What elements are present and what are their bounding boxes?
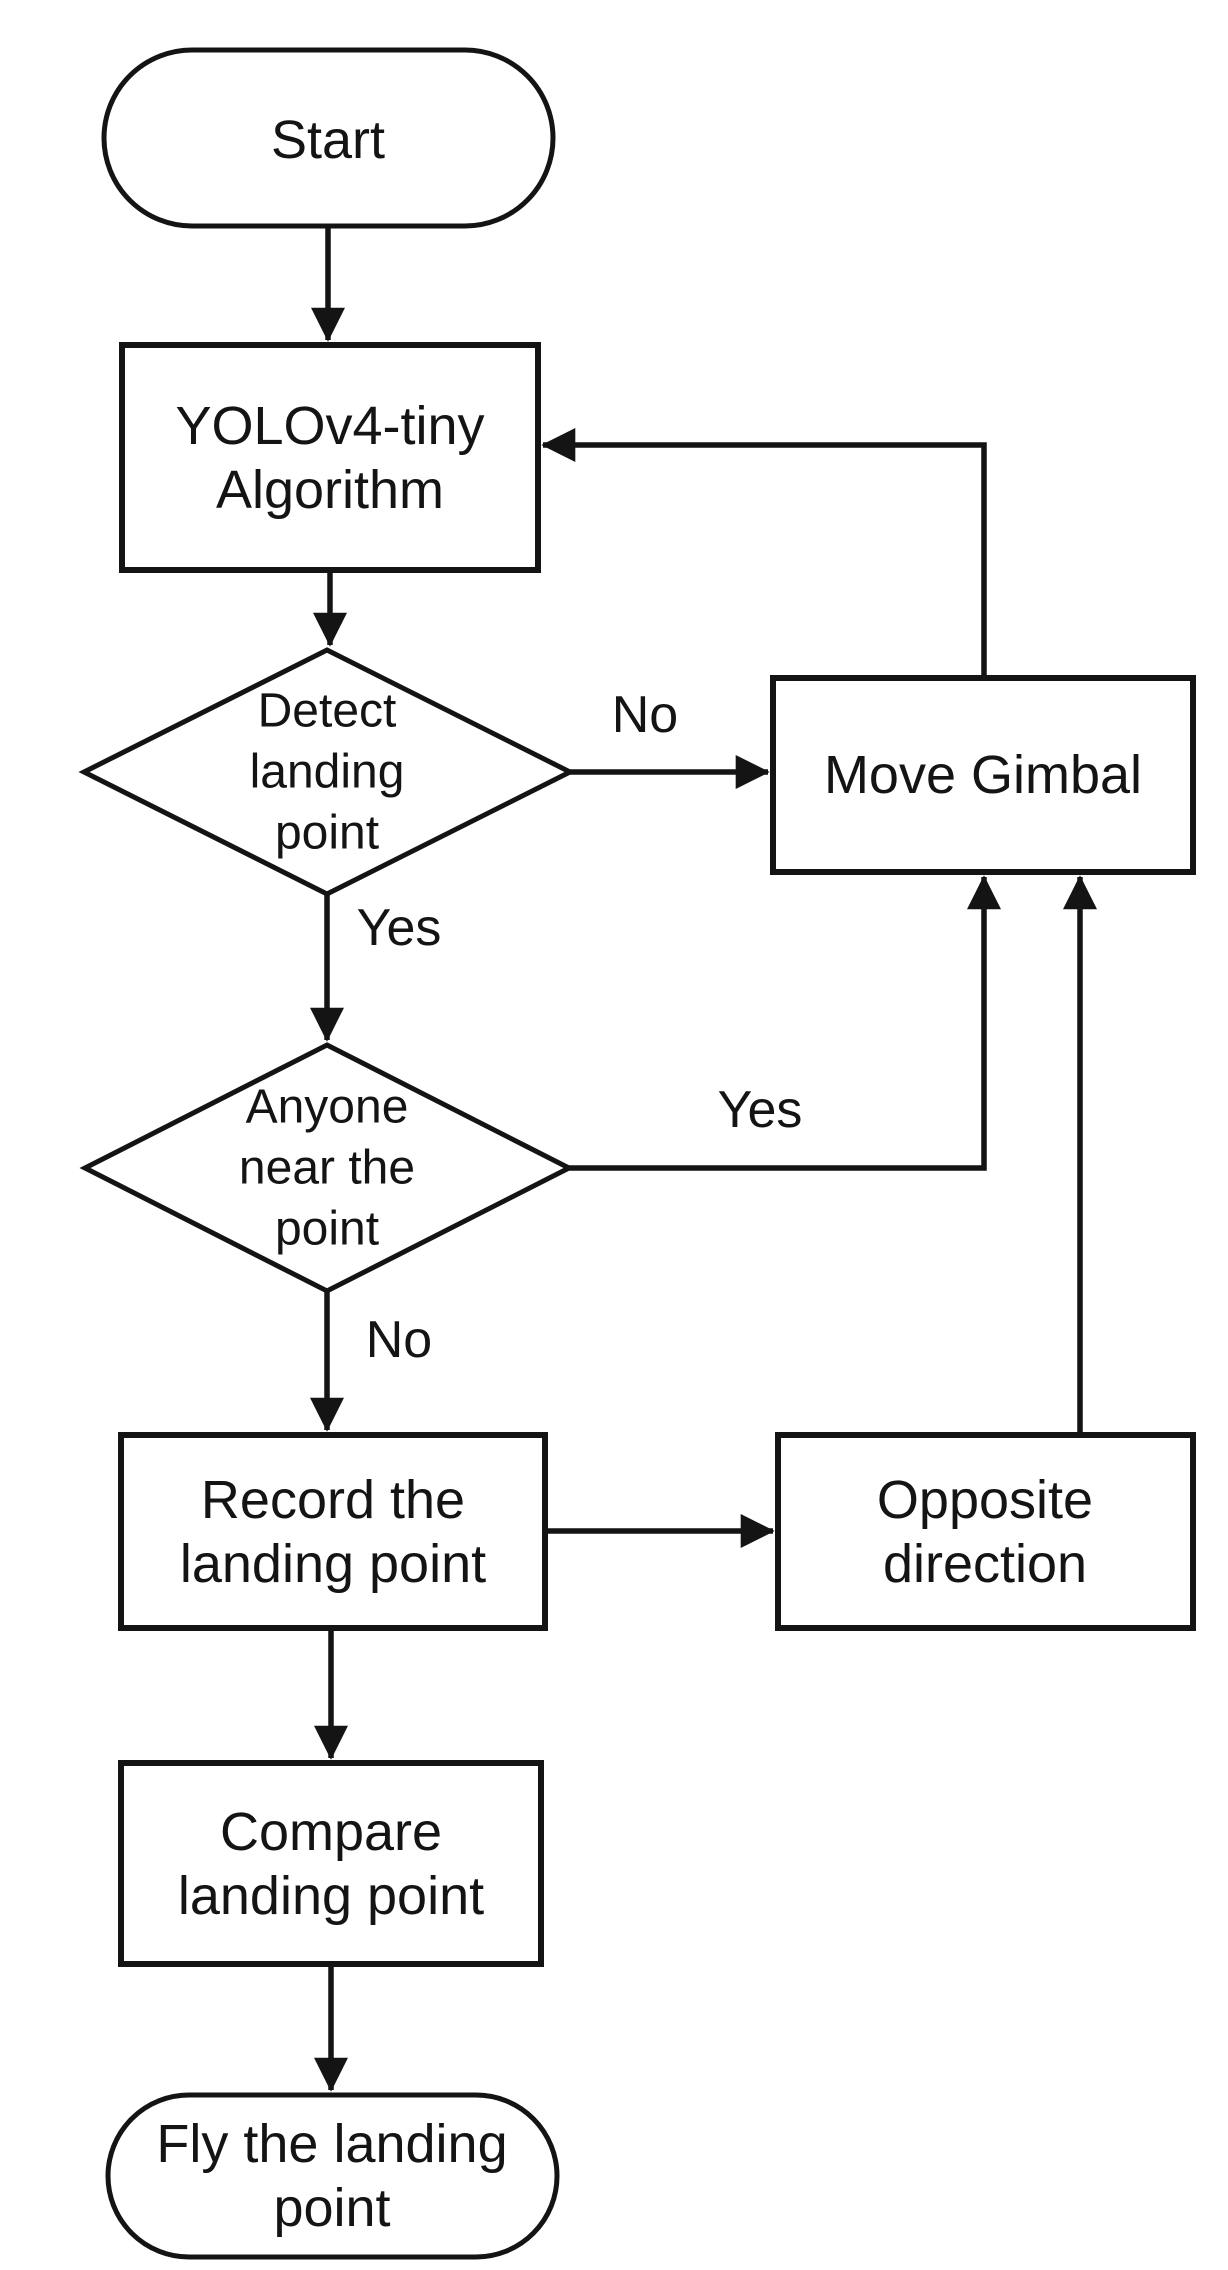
compare-label-line2: landing point	[178, 1866, 484, 1926]
yolov4-process-shape	[119, 342, 541, 573]
edge-label-detect-yes: Yes	[357, 899, 442, 957]
detect-label-line2: landing	[250, 746, 405, 799]
fly-terminator-shape	[105, 2092, 560, 2260]
node-start: Start	[101, 47, 556, 229]
fly-label-line2: point	[273, 2178, 390, 2238]
move-gimbal-process-shape	[770, 675, 1196, 875]
anyone-label-line2: near the	[239, 1142, 415, 1195]
node-detect-landing-point: Detect landing point	[78, 647, 576, 897]
compare-label-line1: Compare	[220, 1802, 442, 1862]
edge-label-detect-no: No	[612, 686, 678, 744]
node-yolov4-tiny-algorithm: YOLOv4-tiny Algorithm	[119, 342, 541, 573]
record-label-line1: Record the	[201, 1470, 465, 1530]
node-anyone-near-the-point: Anyone near the point	[79, 1042, 575, 1294]
start-label: Start	[271, 110, 385, 170]
record-process-shape	[118, 1432, 548, 1631]
anyone-label-line3: point	[275, 1203, 379, 1256]
edge-labels: No Yes Yes No	[357, 686, 803, 1369]
node-fly-the-landing-point: Fly the landing point	[105, 2092, 560, 2260]
flow-arrows	[310, 226, 1097, 2092]
record-label-line2: landing point	[180, 1534, 486, 1594]
edge-label-anyone-no: No	[366, 1311, 432, 1369]
anyone-decision-shape	[79, 1042, 575, 1294]
anyone-label-line1: Anyone	[246, 1081, 409, 1134]
move-gimbal-label: Move Gimbal	[824, 745, 1142, 805]
detect-label-line1: Detect	[258, 685, 397, 738]
node-record-landing-point: Record the landing point	[118, 1432, 548, 1631]
opposite-process-shape	[775, 1432, 1196, 1631]
yolov4-label-line2: Algorithm	[216, 460, 444, 520]
start-terminator-shape	[101, 47, 556, 229]
arrow-move-gimbal-to-yolo-feedback	[541, 428, 987, 678]
opposite-label-line1: Opposite	[877, 1470, 1093, 1530]
detect-decision-shape	[78, 647, 576, 897]
opposite-label-line2: direction	[883, 1534, 1087, 1594]
edge-label-anyone-yes: Yes	[718, 1081, 803, 1139]
node-move-gimbal: Move Gimbal	[770, 675, 1196, 875]
detect-label-line3: point	[275, 807, 379, 860]
node-opposite-direction: Opposite direction	[775, 1432, 1196, 1631]
compare-process-shape	[118, 1760, 544, 1967]
node-compare-landing-point: Compare landing point	[118, 1760, 544, 1967]
yolov4-label-line1: YOLOv4-tiny	[175, 396, 484, 456]
fly-label-line1: Fly the landing	[156, 2114, 507, 2174]
arrow-anyone-yes-to-move-gimbal	[569, 875, 1001, 1171]
